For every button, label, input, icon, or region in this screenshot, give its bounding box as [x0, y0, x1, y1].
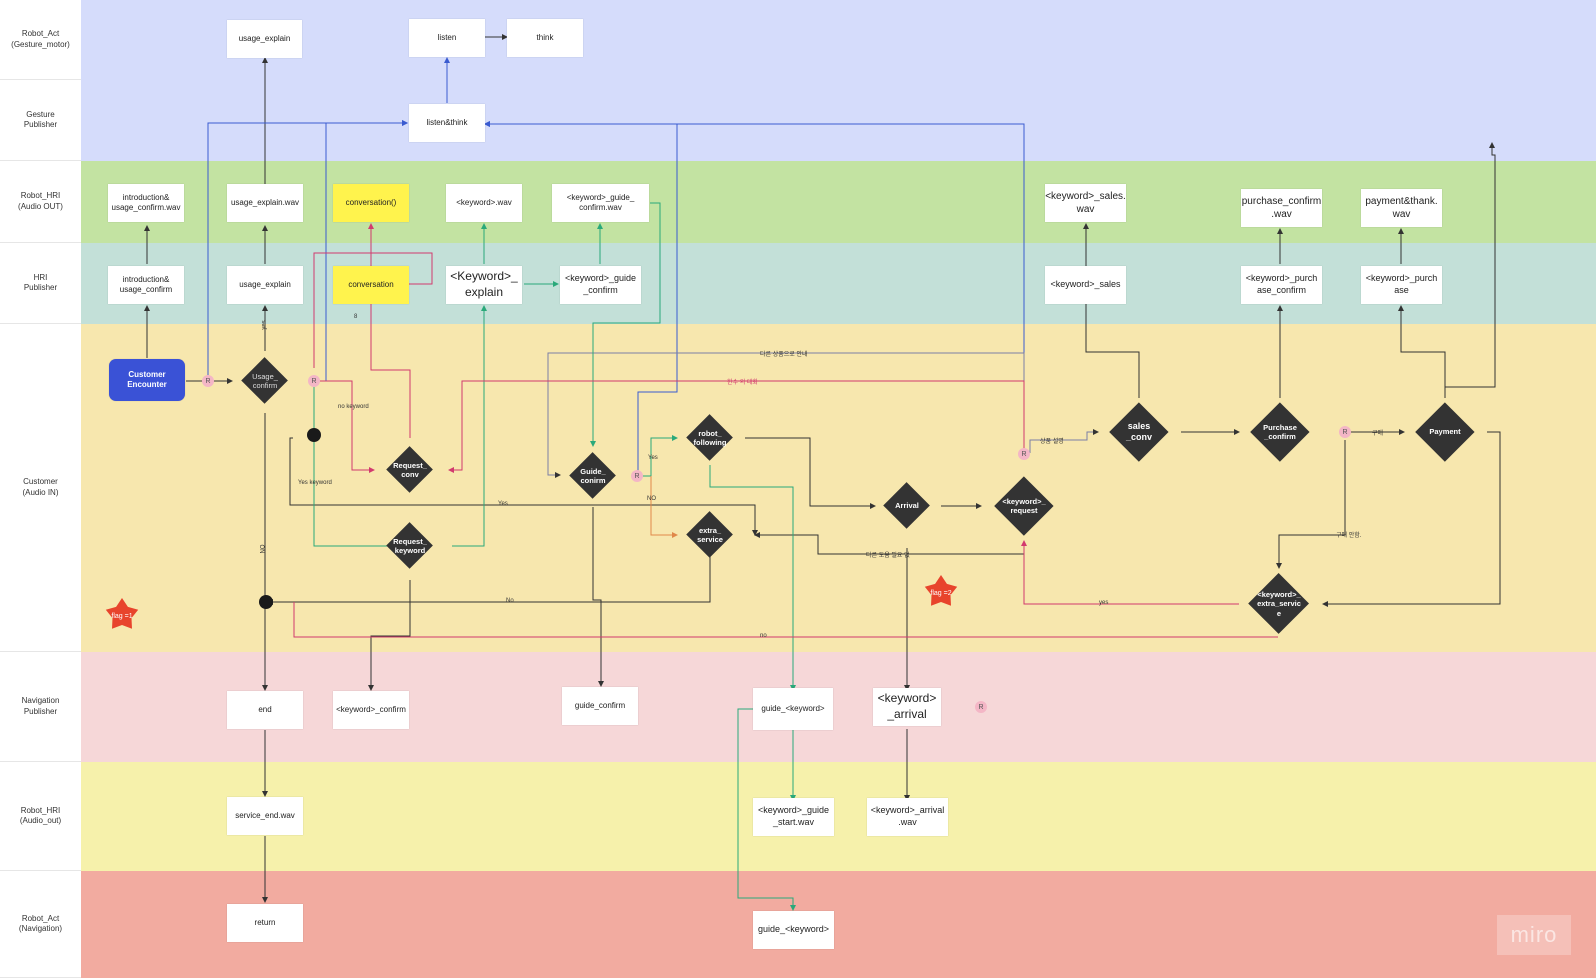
purchase-confirm-pub-box: <keyword>_purch ase_confirm [1241, 266, 1322, 304]
guide-confirm-pub-box: <keyword>_guide _confirm [560, 266, 641, 304]
intro-pub-box: introduction& usage_confirm [108, 266, 184, 304]
flag-1-star: flag =1 [105, 598, 139, 629]
lane-label: Customer (Audio IN) [0, 324, 81, 652]
arrival-wav-box: <keyword>_arrival .wav [867, 798, 948, 836]
sales-pub-box: <keyword>_sales [1045, 266, 1126, 304]
junction-dot [307, 428, 321, 442]
edge-label-no-bottom: no [760, 633, 767, 639]
keyword-explain-box: <Keyword>_ explain [446, 266, 522, 304]
edge-label-no-purchase: 구매 안함. [1336, 533, 1362, 539]
guide-confirm-nav-box: guide_confirm [562, 687, 638, 725]
edge-label-small: 8 [354, 314, 358, 320]
edge-label-prev-convo: 한수 의 대화 [727, 380, 758, 386]
keyword-arrival-box: <keyword> _arrival [873, 688, 941, 726]
end-box: end [227, 691, 303, 729]
edge-label-yes-keyword: Yes keyword [298, 480, 332, 486]
guide-keyword-nav-box: guide_<keyword> [753, 688, 833, 730]
keyword-confirm-box: <keyword>_confirm [333, 691, 409, 729]
r-marker: R [1018, 448, 1030, 460]
edge-label-yes-extra: yes [1099, 600, 1109, 606]
junction-dot [259, 595, 273, 609]
r-marker: R [975, 701, 987, 713]
sales-wav-box: <keyword>_sales. wav [1045, 184, 1126, 222]
usage-explain-pub-box: usage_explain [227, 266, 303, 304]
lane-background [81, 762, 1596, 871]
r-marker: R [202, 375, 214, 387]
edge-label-no-keyword: no keyword [338, 404, 369, 410]
guide-keyword-act-box: guide_<keyword> [753, 911, 834, 949]
flag-2-star: flag =2 [924, 575, 958, 606]
think-box: think [507, 19, 583, 57]
edge-label-yes: yes [261, 320, 268, 330]
lane-background [81, 80, 1596, 161]
lane-label: Robot_Act (Navigation) [0, 871, 81, 978]
purchase-pub-box: <keyword>_purch ase [1361, 266, 1442, 304]
lane-label: Navigation Publisher [0, 652, 81, 762]
intro-wav-box: introduction& usage_confirm.wav [108, 184, 184, 222]
payment-thank-wav-box: payment&thank. wav [1361, 189, 1442, 227]
lane-label: Robot_Act (Gesture_motor) [0, 0, 81, 80]
usage-explain-gesture-box: usage_explain [227, 20, 302, 58]
edge-label-yes-long: Yes [498, 501, 508, 507]
conversation-fn-box: conversation() [333, 184, 409, 222]
miro-watermark: miro [1497, 915, 1571, 955]
service-end-wav-box: service_end.wav [227, 797, 303, 835]
guide-start-wav-box: <keyword>_guide _start.wav [753, 798, 834, 836]
edge-label-other-product: 다른 상품으로 안내 [760, 352, 808, 358]
edge-label-guide-no: NO [647, 496, 656, 502]
lane-background [81, 871, 1596, 978]
lane-label: Robot_HRI (Audio_out) [0, 762, 81, 871]
edge-label-guide-yes: Yes [648, 455, 658, 461]
r-marker: R [1339, 426, 1351, 438]
customer-encounter-node: Customer Encounter [109, 359, 185, 401]
conversation-pub-box: conversation [333, 266, 409, 304]
svg-text:flag =2: flag =2 [930, 590, 951, 597]
return-box: return [227, 904, 303, 942]
edge-label-no: NO [260, 544, 267, 554]
lane-label: HRI Publisher [0, 243, 81, 324]
listen-box: listen [409, 19, 485, 57]
usage-explain-wav-box: usage_explain.wav [227, 184, 303, 222]
lane-label: Gesture Publisher [0, 80, 81, 161]
listen-think-box: listen&think [409, 104, 485, 142]
lane-background [81, 324, 1596, 652]
svg-text:flag =1: flag =1 [111, 613, 132, 620]
purchase-confirm-wav-box: purchase_confirm .wav [1241, 189, 1322, 227]
keyword-wav-box: <keyword>.wav [446, 184, 522, 222]
guide-confirm-wav-box: <keyword>_guide_ confirm.wav [552, 184, 649, 222]
r-marker: R [631, 470, 643, 482]
edge-label-no-long: No [506, 598, 514, 604]
lane-label: Robot_HRI (Audio OUT) [0, 161, 81, 243]
r-marker: R [308, 375, 320, 387]
lane-background [81, 0, 1596, 80]
edge-label-product-desc: 상품 설명 [1040, 439, 1064, 445]
edge-label-other-help: 다른 도움 필요 없 [866, 553, 910, 559]
edge-label-purchase: 구매 [1372, 431, 1384, 437]
